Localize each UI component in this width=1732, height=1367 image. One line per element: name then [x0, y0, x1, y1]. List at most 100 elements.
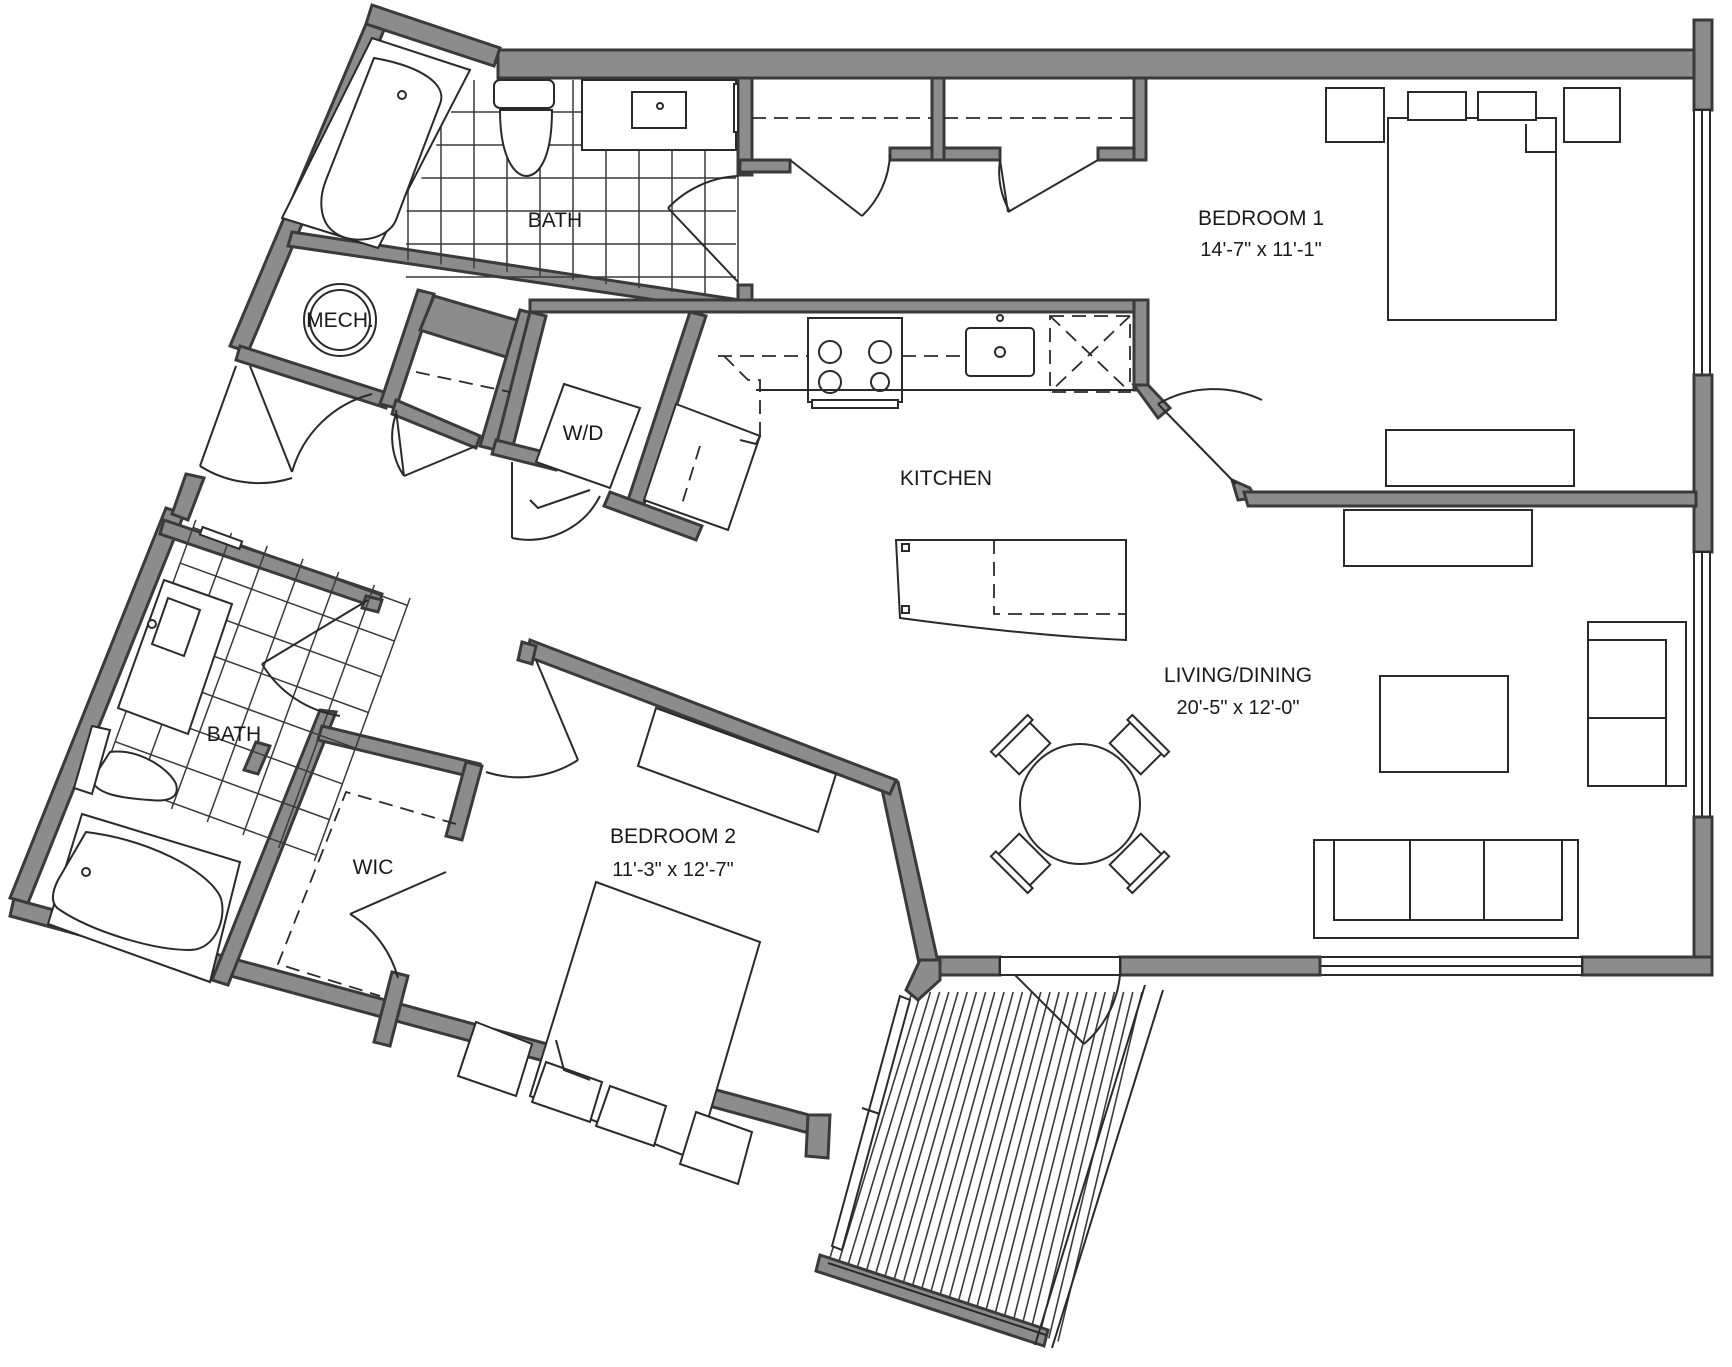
armchair-seat [1587, 639, 1667, 787]
bedroom2-furniture [456, 659, 838, 1186]
media-console [1343, 509, 1533, 567]
wall-kitchen-top [528, 298, 1148, 314]
wall-wic-top [316, 724, 482, 780]
deck-board [864, 991, 950, 1277]
label-bath-top: BATH [528, 209, 582, 232]
deck-board [1020, 991, 1106, 1330]
balcony-door-leaf [1011, 971, 1085, 1045]
closet-1-door-leaf-a [789, 159, 863, 217]
wall-bedroom2-right [878, 778, 940, 970]
label-wic: WIC [353, 856, 394, 879]
chair-back [1125, 849, 1171, 895]
wic-fixtures [276, 790, 457, 997]
label-bedroom2-dims: 11'-3" x 12'-7" [612, 859, 734, 881]
linen-door-leaf-2 [403, 445, 477, 477]
dishwasher-x2 [1049, 315, 1131, 393]
label-living-dims: 20'-5" x 12'-0" [1176, 697, 1299, 719]
deck-board [836, 991, 922, 1268]
linen-closet-shelf [415, 371, 511, 393]
utility-rooms [199, 283, 642, 541]
nightstand-right-2 [678, 1110, 754, 1186]
deck-board [928, 991, 1014, 1299]
kitchen-faucet [996, 314, 1004, 322]
wall-bottom-angled-end [804, 1113, 832, 1160]
shower-bar [198, 525, 244, 551]
chair-back [1125, 713, 1171, 759]
burner-4 [870, 372, 890, 392]
closet-1-door-swing-a [861, 153, 891, 217]
wd-door-swing [511, 495, 601, 541]
wall-closet-right [1132, 76, 1148, 162]
bedroom2-door-swing [485, 759, 579, 779]
deck-board [919, 991, 1005, 1296]
label-bedroom1-name: BEDROOM 1 [1198, 207, 1324, 230]
counter-edge [718, 316, 809, 357]
balcony-rail [814, 1253, 1050, 1348]
linen-door-swing [391, 413, 405, 477]
balcony [814, 984, 1164, 1349]
balcony-side-rail [830, 994, 912, 1252]
mech-heater-inner [309, 289, 371, 351]
dresser-2 [636, 706, 838, 834]
bed-2-fold [555, 1039, 591, 1081]
fridge-door-swing [681, 445, 701, 505]
deck-board [1002, 991, 1088, 1324]
bathtub-left-basin [52, 830, 224, 952]
bath-left-door-swing [261, 663, 341, 717]
tile-line [179, 562, 395, 642]
chair-back [989, 713, 1035, 759]
bath-top-door-swing [667, 175, 739, 209]
balcony-edge-2 [1051, 989, 1164, 1349]
tile-line [114, 740, 330, 821]
living-furniture [989, 509, 1687, 1045]
pillow-1b [1477, 91, 1537, 121]
coffee-table [1379, 675, 1509, 773]
bedroom1-furniture [1157, 87, 1621, 487]
wall-bath2-lower-right [241, 740, 273, 776]
wall-right-bottom [1692, 815, 1714, 977]
deck-board [974, 991, 1060, 1314]
closet-2-door-leaf-b [1007, 159, 1099, 213]
wall-bottom-right [1580, 955, 1714, 977]
deck-board [854, 991, 941, 1274]
kitchen-fixtures [642, 314, 1134, 642]
dresser-1 [1385, 429, 1575, 487]
kitchen-island [894, 539, 1127, 642]
bedroom2-door-leaf [535, 659, 579, 761]
range-hood-edge [811, 399, 899, 409]
bedroom1-door-swing [1157, 388, 1263, 405]
tile-line [206, 558, 304, 823]
mirror-top [733, 83, 739, 133]
wall-right-mid [1692, 373, 1714, 554]
sink-left-drain [147, 619, 157, 629]
wall-bath2-divider [210, 708, 339, 987]
bathtub-top-drain [397, 90, 407, 100]
wall-right-top [1692, 18, 1714, 112]
bed-1-fold [1525, 124, 1556, 153]
burner-3 [818, 370, 842, 394]
pillow-1a [1407, 91, 1467, 121]
wall-top [496, 48, 1698, 80]
mech-door-leaf-2 [199, 365, 237, 467]
sink-top [631, 91, 687, 129]
fridge-door [739, 435, 761, 446]
bedroom1-door-leaf [1157, 403, 1237, 485]
hall-closets [752, 117, 1134, 217]
wd-door-leaf-2 [529, 489, 591, 510]
burner-1 [818, 340, 842, 364]
linen-door-leaf [395, 409, 405, 477]
balcony-side-rail-mark [861, 1107, 881, 1115]
mech-door-leaf [249, 365, 293, 473]
balcony-door-swing [1083, 974, 1121, 1045]
deck-board [946, 991, 1033, 1305]
wall-mech-right [378, 288, 436, 410]
deck-board [1029, 991, 1116, 1333]
deck-board [882, 991, 968, 1283]
wall-bedroom1-angle [1131, 383, 1173, 421]
vanity-left [116, 578, 234, 736]
wall-bedroom2-top-left [516, 640, 538, 666]
dishwasher [1049, 315, 1131, 393]
wall-linen-bottom [390, 397, 482, 450]
island-overhang [993, 540, 1126, 615]
